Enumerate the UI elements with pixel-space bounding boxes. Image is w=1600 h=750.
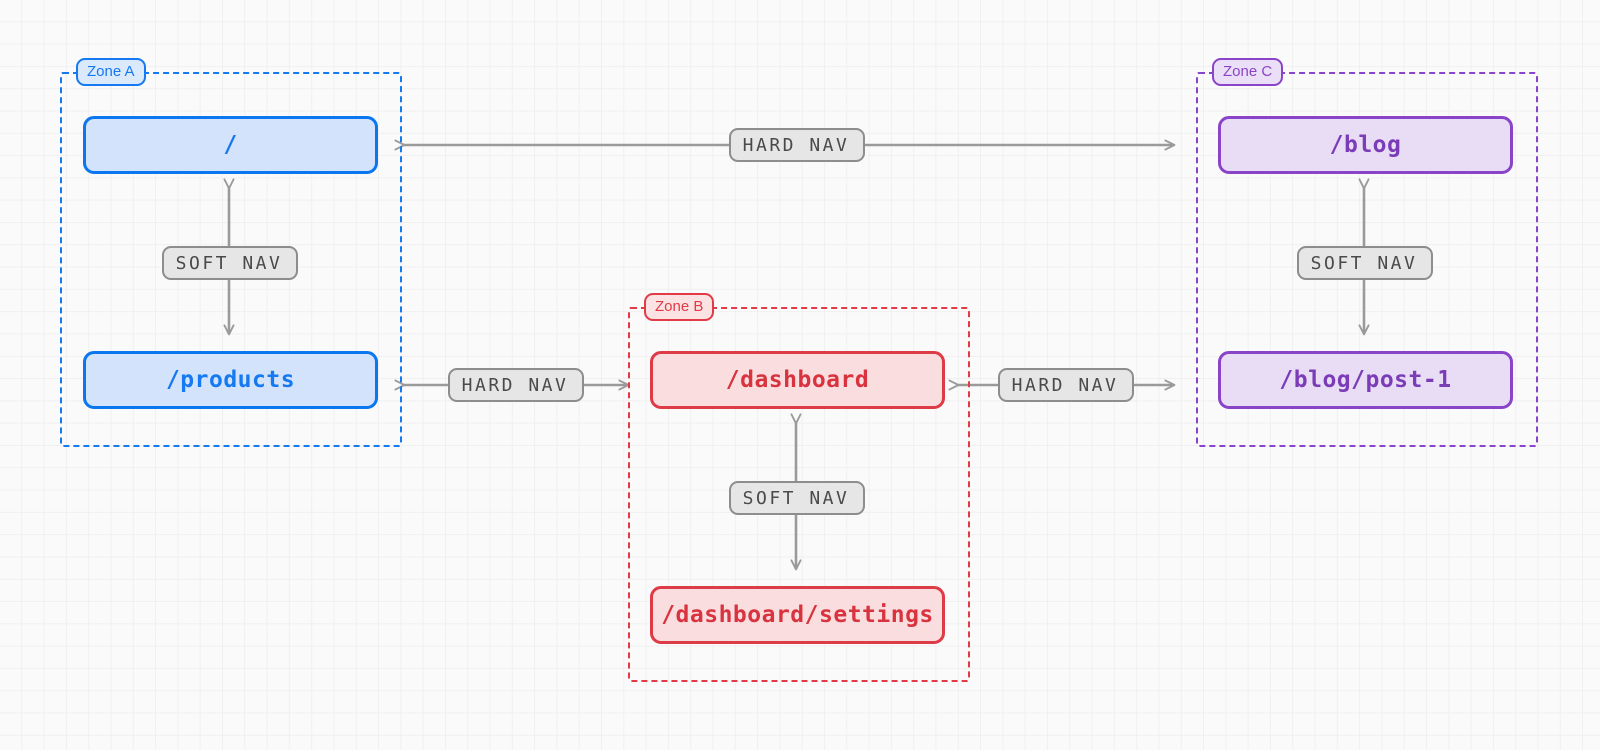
edge-label-text: HARD NAV	[742, 134, 850, 156]
zone-a-boundary[interactable]	[60, 72, 402, 447]
edge-label-soft-nav-root-products[interactable]: SOFT NAV	[162, 246, 298, 280]
edge-label-text: SOFT NAV	[742, 487, 850, 509]
edge-label-soft-nav-blog-post[interactable]: SOFT NAV	[1297, 246, 1433, 280]
zone-a-label: Zone A	[76, 58, 146, 86]
zone-b-boundary[interactable]	[628, 307, 970, 682]
zone-b-label: Zone B	[644, 293, 715, 321]
zone-c-boundary[interactable]	[1196, 72, 1538, 447]
edge-label-text: HARD NAV	[461, 374, 569, 396]
zone-c-label: Zone C	[1212, 58, 1284, 86]
node-dashboard[interactable]: /dashboard	[650, 351, 945, 409]
node-products[interactable]: /products	[83, 351, 378, 409]
node-dashboard-label: /dashboard	[725, 367, 870, 393]
node-dashboard-settings-label: /dashboard/settings	[661, 602, 934, 628]
edge-label-hard-nav-root-blog[interactable]: HARD NAV	[729, 128, 865, 162]
node-blog-label: /blog	[1329, 132, 1402, 158]
node-root-label: /	[223, 132, 238, 158]
node-blog-post-1[interactable]: /blog/post-1	[1218, 351, 1513, 409]
edge-label-hard-nav-dashboard-blogpost[interactable]: HARD NAV	[998, 368, 1134, 402]
node-blog-post-1-label: /blog/post-1	[1279, 367, 1452, 393]
edge-label-text: SOFT NAV	[1310, 252, 1418, 274]
node-dashboard-settings[interactable]: /dashboard/settings	[650, 586, 945, 644]
edge-label-text: SOFT NAV	[175, 252, 283, 274]
node-products-label: /products	[165, 367, 296, 393]
node-blog[interactable]: /blog	[1218, 116, 1513, 174]
edge-label-hard-nav-products-dashboard[interactable]: HARD NAV	[448, 368, 584, 402]
edge-label-soft-nav-dashboard-settings[interactable]: SOFT NAV	[729, 481, 865, 515]
node-root[interactable]: /	[83, 116, 378, 174]
edge-label-text: HARD NAV	[1011, 374, 1119, 396]
